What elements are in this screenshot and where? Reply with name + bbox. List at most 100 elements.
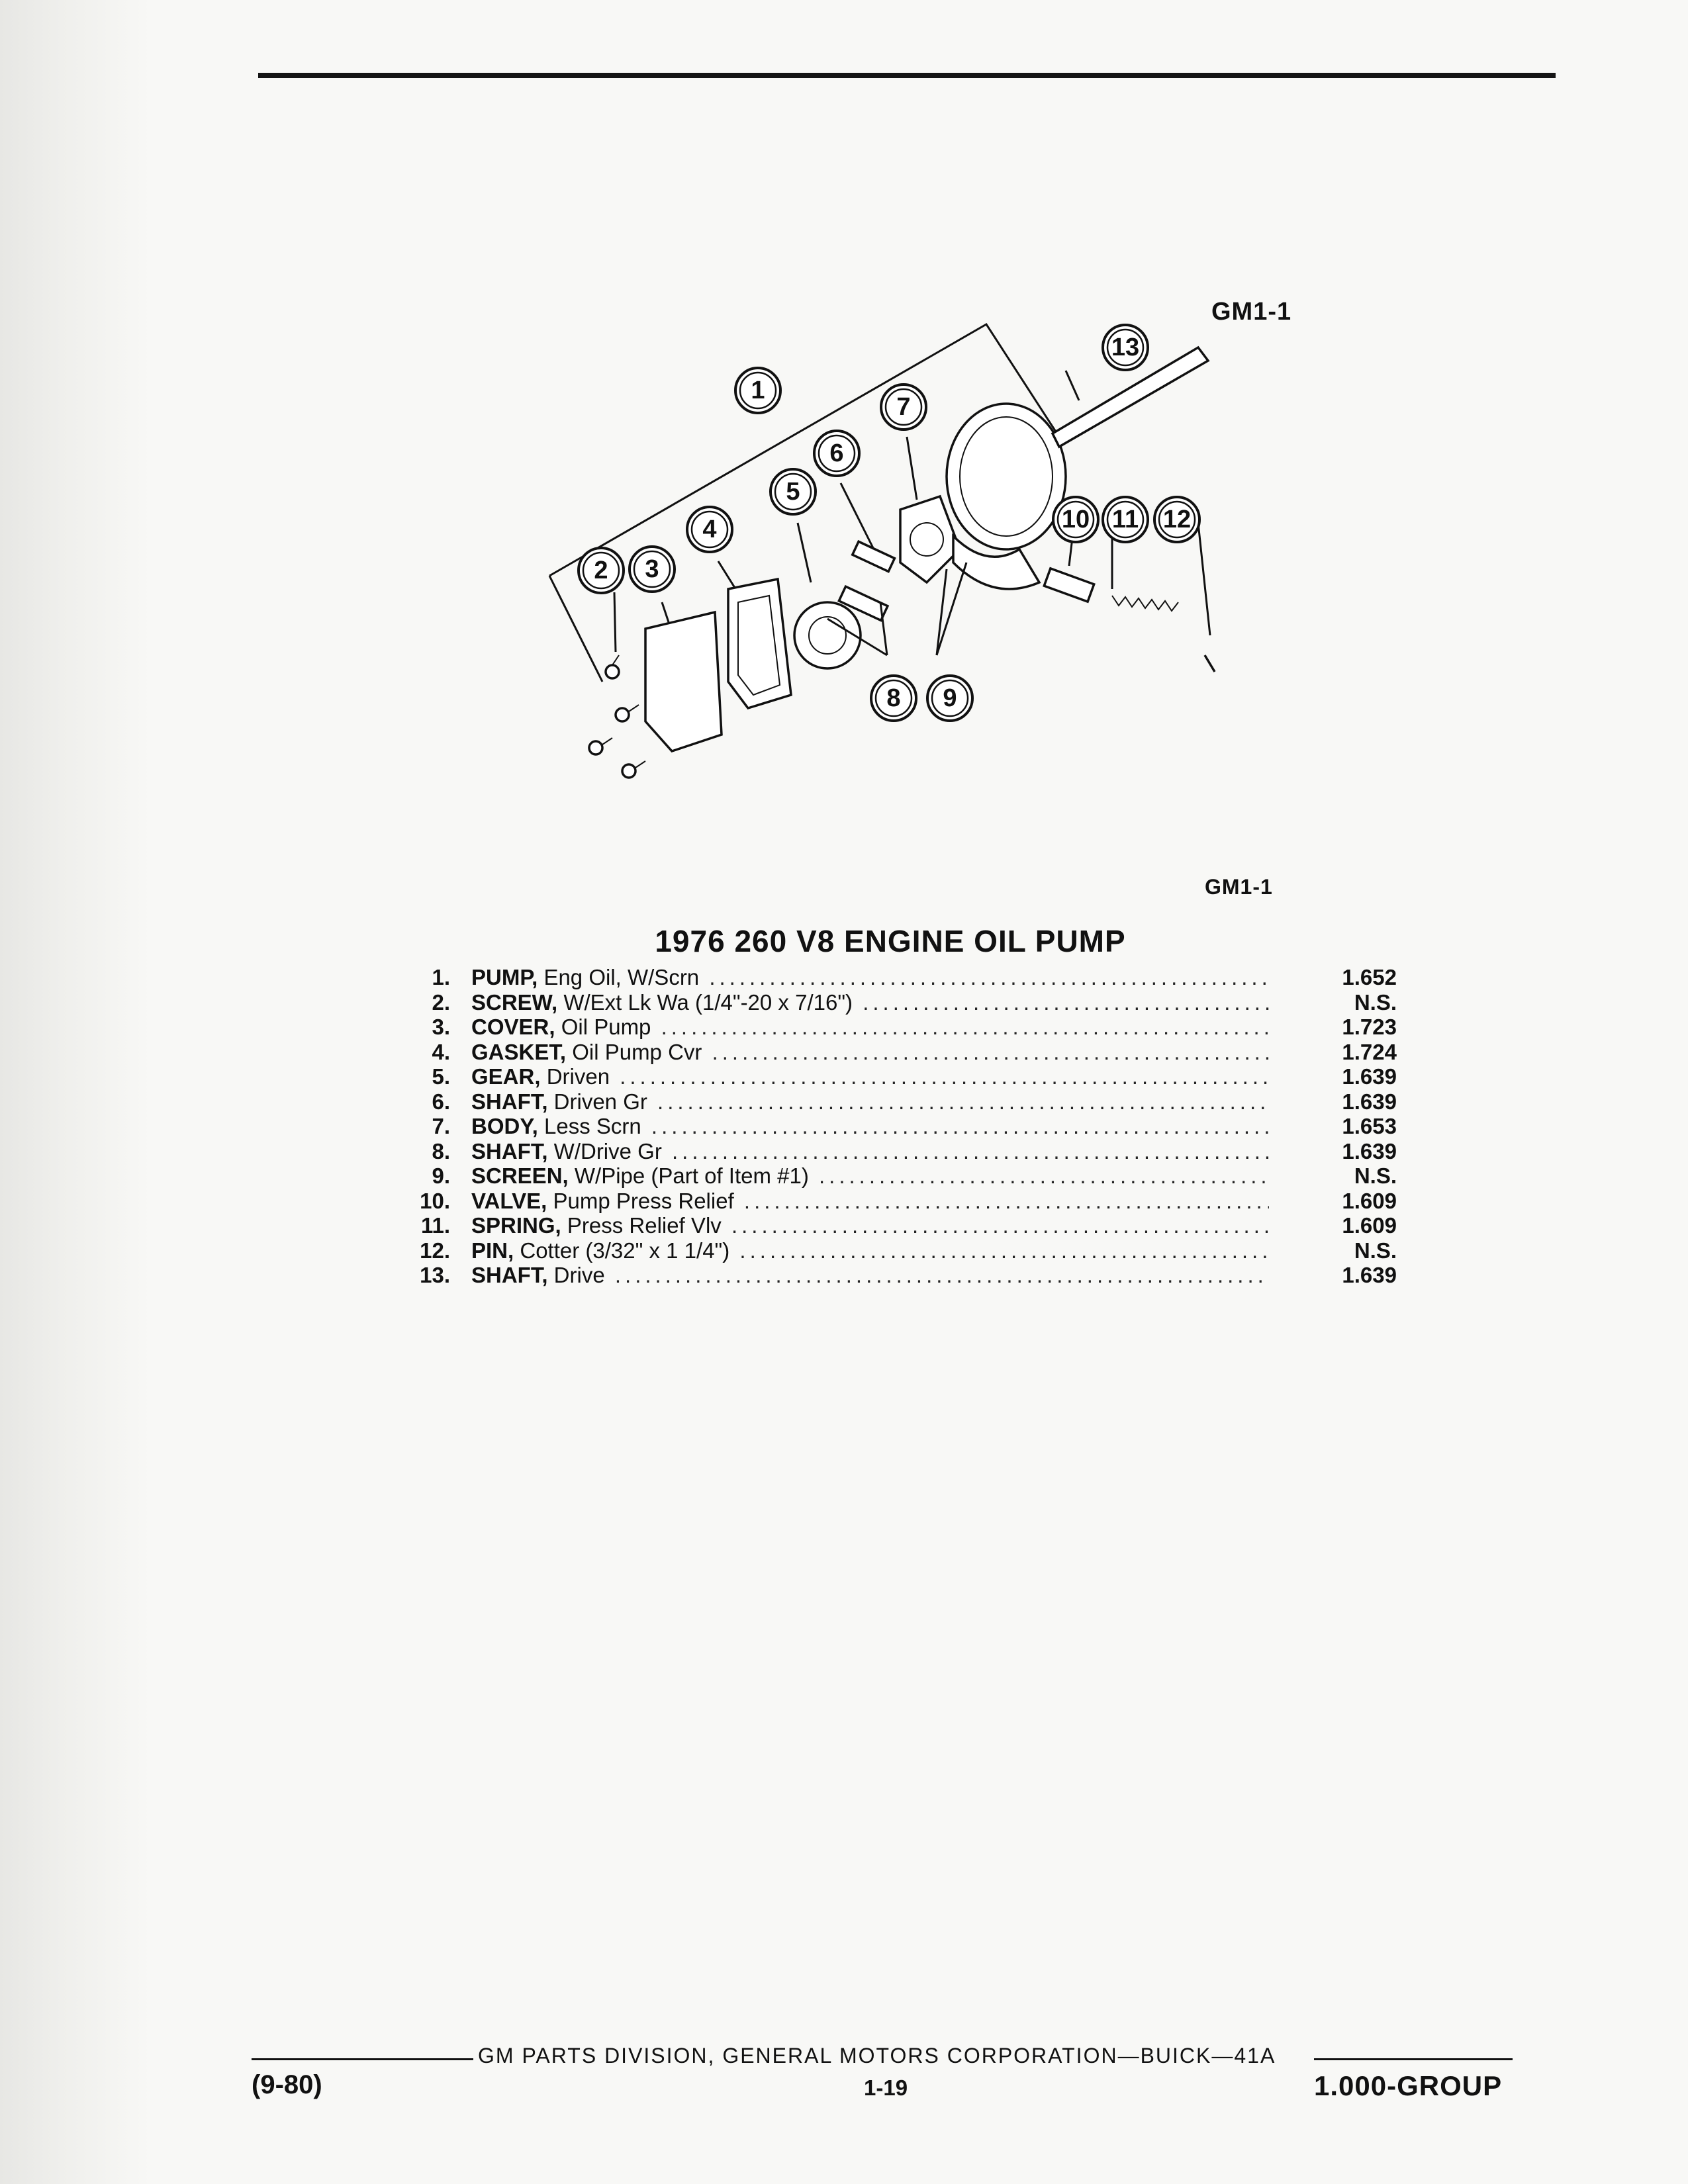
item-value: 1.723 <box>1342 1015 1397 1039</box>
item-detail: Less Scrn <box>544 1114 641 1138</box>
lead-9b <box>935 562 968 656</box>
parts-row: 9.SCREEN, W/Pipe (Part of Item #1) .....… <box>397 1163 1397 1189</box>
svg-text:9: 9 <box>943 684 957 712</box>
item-value: 1.639 <box>1342 1263 1397 1287</box>
item-description: VALVE, Pump Press Relief ...............… <box>471 1189 1269 1214</box>
callout-5: 5 <box>769 468 817 516</box>
leader-dots: ........................................… <box>651 1114 1269 1138</box>
item-detail: Oil Pump <box>561 1015 651 1039</box>
item-name: BODY, <box>471 1114 538 1138</box>
item-name: PIN, <box>471 1238 514 1263</box>
item-detail: W/Drive Gr <box>553 1138 662 1163</box>
lead-3 <box>661 602 670 623</box>
parts-row: 5.GEAR, Driven .........................… <box>397 1064 1397 1089</box>
svg-text:12: 12 <box>1163 506 1191 533</box>
gasket-inner <box>737 594 781 696</box>
leader-dots: ........................................… <box>818 1163 1269 1188</box>
pickup-pipe-part <box>952 533 1041 590</box>
item-number: 5. <box>432 1064 450 1089</box>
gasket-part <box>727 577 792 710</box>
oil-pump-exploded-diagram: 1 2 3 4 5 6 7 8 9 10 11 12 13 <box>530 311 1324 827</box>
item-number: 7. <box>432 1114 450 1138</box>
leader-dots: ........................................… <box>671 1138 1269 1163</box>
parts-row: 8.SHAFT, W/Drive Gr ....................… <box>397 1139 1397 1164</box>
item-value: 1.724 <box>1342 1039 1397 1064</box>
item-detail: Oil Pump Cvr <box>572 1039 702 1064</box>
item-number: 3. <box>432 1015 450 1039</box>
svg-text:13: 13 <box>1111 334 1139 361</box>
item-detail: Cotter (3/32" x 1 1/4") <box>520 1238 730 1263</box>
svg-text:6: 6 <box>829 439 843 467</box>
pump-cover-part <box>644 610 723 753</box>
parts-row: 12.PIN, Cotter (3/32" x 1 1/4") ........… <box>397 1238 1397 1263</box>
item-value: N.S. <box>1354 1163 1397 1188</box>
footer-page-number: 1-19 <box>864 2075 908 2100</box>
item-detail: Pump Press Relief <box>553 1188 734 1213</box>
parts-row: 1. PUMP, Eng Oil, W/Scrn ................… <box>397 965 1397 990</box>
svg-text:4: 4 <box>702 516 716 543</box>
leader-dots: ........................................… <box>863 989 1269 1015</box>
callout-9: 9 <box>926 674 974 722</box>
item-value: 1.609 <box>1342 1188 1397 1213</box>
item-name: VALVE, <box>471 1188 547 1213</box>
item-description: COVER, Oil Pump ........................… <box>471 1015 1269 1040</box>
pickup-screen-inner <box>959 416 1053 537</box>
item-value: 1.639 <box>1342 1138 1397 1163</box>
parts-list-title: 1976 260 V8 ENGINE OIL PUMP <box>655 924 1126 958</box>
leader-dots: ........................................… <box>614 1263 1269 1287</box>
lead-9a <box>935 569 948 656</box>
scan-edge-shading <box>0 0 152 2184</box>
callout-11: 11 <box>1102 496 1149 543</box>
relief-spring-part <box>1111 595 1179 612</box>
callout-13: 13 <box>1102 324 1149 371</box>
assembly-bracket <box>549 322 1060 577</box>
item-number: 2. <box>432 989 450 1015</box>
item-value: 1.609 <box>1342 1213 1397 1238</box>
item-number: 8. <box>432 1138 450 1163</box>
callout-12: 12 <box>1153 496 1201 543</box>
svg-text:10: 10 <box>1062 506 1090 533</box>
item-description: SCREW, W/Ext Lk Wa (1/4"-20 x 7/16") ...… <box>471 990 1269 1015</box>
item-number: 13. <box>420 1263 450 1287</box>
lead-8a <box>827 617 888 657</box>
driven-shaft-part <box>851 539 896 573</box>
callout-10: 10 <box>1052 496 1100 543</box>
callout-8: 8 <box>870 674 917 722</box>
parts-row: 4.GASKET, Oil Pump Cvr .................… <box>397 1040 1397 1065</box>
relief-valve-part <box>1043 567 1096 604</box>
parts-row: 3. COVER, Oil Pump ......................… <box>397 1015 1397 1040</box>
item-value: N.S. <box>1354 989 1397 1015</box>
item-detail: Drive <box>553 1263 605 1287</box>
item-number: 1. <box>432 965 450 989</box>
item-name: COVER, <box>471 1015 555 1039</box>
svg-text:5: 5 <box>786 478 800 506</box>
top-rule <box>258 73 1556 78</box>
footer-division: GM PARTS DIVISION, GENERAL MOTORS CORPOR… <box>478 2044 1276 2068</box>
parts-row: 10.VALVE, Pump Press Relief ............… <box>397 1189 1397 1214</box>
figure-id-top: GM1-1 <box>1211 298 1292 326</box>
footer-group: 1.000-GROUP <box>1314 2070 1503 2101</box>
svg-text:8: 8 <box>886 684 900 712</box>
item-description: SCREEN, W/Pipe (Part of Item #1) .......… <box>471 1163 1269 1189</box>
item-value: 1.652 <box>1342 965 1397 989</box>
item-value: 1.653 <box>1342 1114 1397 1138</box>
drive-shaft-13-part <box>1051 345 1210 449</box>
item-detail: W/Ext Lk Wa (1/4"-20 x 7/16") <box>563 989 853 1015</box>
item-number: 6. <box>432 1089 450 1114</box>
lead-4 <box>717 561 736 588</box>
item-value: 1.639 <box>1342 1089 1397 1114</box>
item-detail: Driven <box>546 1064 610 1089</box>
lead-5 <box>796 522 812 583</box>
item-value: N.S. <box>1354 1238 1397 1263</box>
item-value: 1.639 <box>1342 1064 1397 1089</box>
footer-date: (9-80) <box>252 2070 322 2099</box>
item-description: PIN, Cotter (3/32" x 1 1/4") ...........… <box>471 1238 1269 1263</box>
footer-rule-left <box>252 2058 473 2060</box>
lead-7 <box>906 436 918 500</box>
parts-row: 2. SCREW, W/Ext Lk Wa (1/4"-20 x 7/16") .… <box>397 990 1397 1015</box>
item-name: GASKET, <box>471 1039 567 1064</box>
item-description: PUMP, Eng Oil, W/Scrn ..................… <box>471 965 1269 990</box>
leader-dots: ........................................… <box>731 1213 1269 1238</box>
parts-row: 7. BODY, Less Scrn ......................… <box>397 1114 1397 1139</box>
leader-dots: ........................................… <box>743 1188 1269 1213</box>
